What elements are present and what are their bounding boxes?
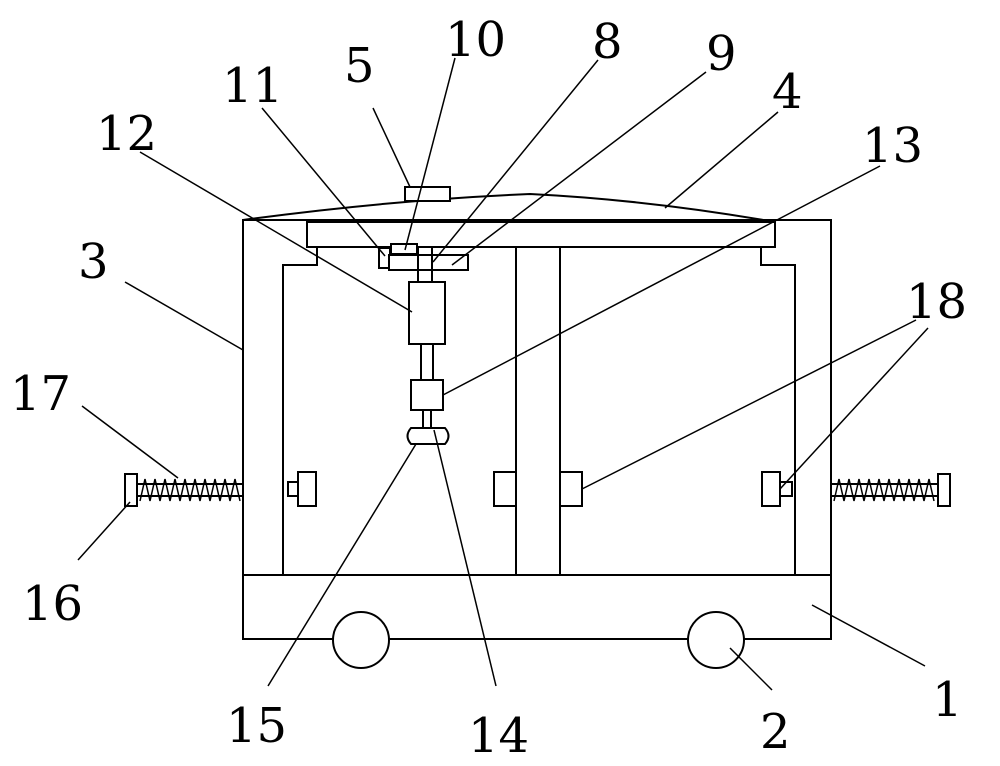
label-1: 1 bbox=[932, 672, 963, 728]
leader-8 bbox=[432, 59, 599, 263]
top-plate bbox=[306, 221, 776, 248]
leader-18b bbox=[779, 327, 929, 490]
label-8: 8 bbox=[592, 14, 623, 70]
curved-cover bbox=[242, 192, 776, 223]
gear-plate bbox=[388, 254, 469, 271]
clamp-block-center-right bbox=[559, 471, 583, 507]
nozzle bbox=[406, 427, 450, 445]
clamp-block-right-inner bbox=[779, 481, 793, 497]
leader-16 bbox=[77, 501, 131, 561]
label-12: 12 bbox=[96, 106, 157, 162]
label-4: 4 bbox=[772, 64, 803, 120]
label-17: 17 bbox=[10, 366, 71, 422]
leader-12 bbox=[139, 151, 413, 313]
stem bbox=[422, 409, 432, 429]
leader-18a bbox=[581, 319, 917, 490]
clamp-block-center-left bbox=[493, 471, 517, 507]
top-knob bbox=[404, 186, 451, 202]
leader-9 bbox=[451, 71, 707, 266]
bearing-block bbox=[390, 243, 418, 255]
frame-inner-right bbox=[760, 247, 796, 575]
label-11: 11 bbox=[222, 58, 283, 114]
clamp-block-right-outer bbox=[761, 471, 781, 507]
label-5: 5 bbox=[344, 38, 375, 94]
label-9: 9 bbox=[706, 26, 737, 82]
label-14: 14 bbox=[468, 708, 529, 764]
label-13: 13 bbox=[862, 118, 923, 174]
leader-4 bbox=[664, 111, 779, 209]
wheel-left bbox=[332, 611, 390, 669]
leader-1 bbox=[811, 604, 926, 667]
leader-14 bbox=[433, 429, 497, 687]
leader-10 bbox=[404, 57, 456, 251]
spring-left bbox=[139, 478, 241, 502]
block bbox=[410, 379, 444, 411]
label-10: 10 bbox=[445, 12, 506, 68]
frame-inner-left bbox=[282, 247, 318, 575]
leader-3 bbox=[124, 281, 244, 351]
clamp-block-left-inner bbox=[287, 481, 299, 497]
label-18: 18 bbox=[906, 274, 967, 330]
label-2: 2 bbox=[760, 704, 791, 760]
leader-5 bbox=[372, 107, 411, 188]
leader-17 bbox=[81, 405, 179, 479]
bolt-head-right bbox=[937, 473, 951, 507]
frame-outer bbox=[242, 219, 832, 575]
leader-13 bbox=[442, 165, 881, 396]
leader-2 bbox=[729, 647, 773, 691]
bolt-head-left bbox=[124, 473, 138, 507]
center-post bbox=[515, 246, 561, 576]
clamp-block-left-outer bbox=[297, 471, 317, 507]
wheel-right bbox=[687, 611, 745, 669]
leader-11 bbox=[261, 107, 386, 257]
label-3: 3 bbox=[78, 234, 109, 290]
motor-housing bbox=[408, 281, 446, 345]
label-15: 15 bbox=[226, 698, 287, 754]
label-16: 16 bbox=[22, 576, 83, 632]
leader-15 bbox=[267, 443, 417, 687]
rod bbox=[420, 343, 434, 381]
spring-right bbox=[833, 478, 935, 502]
